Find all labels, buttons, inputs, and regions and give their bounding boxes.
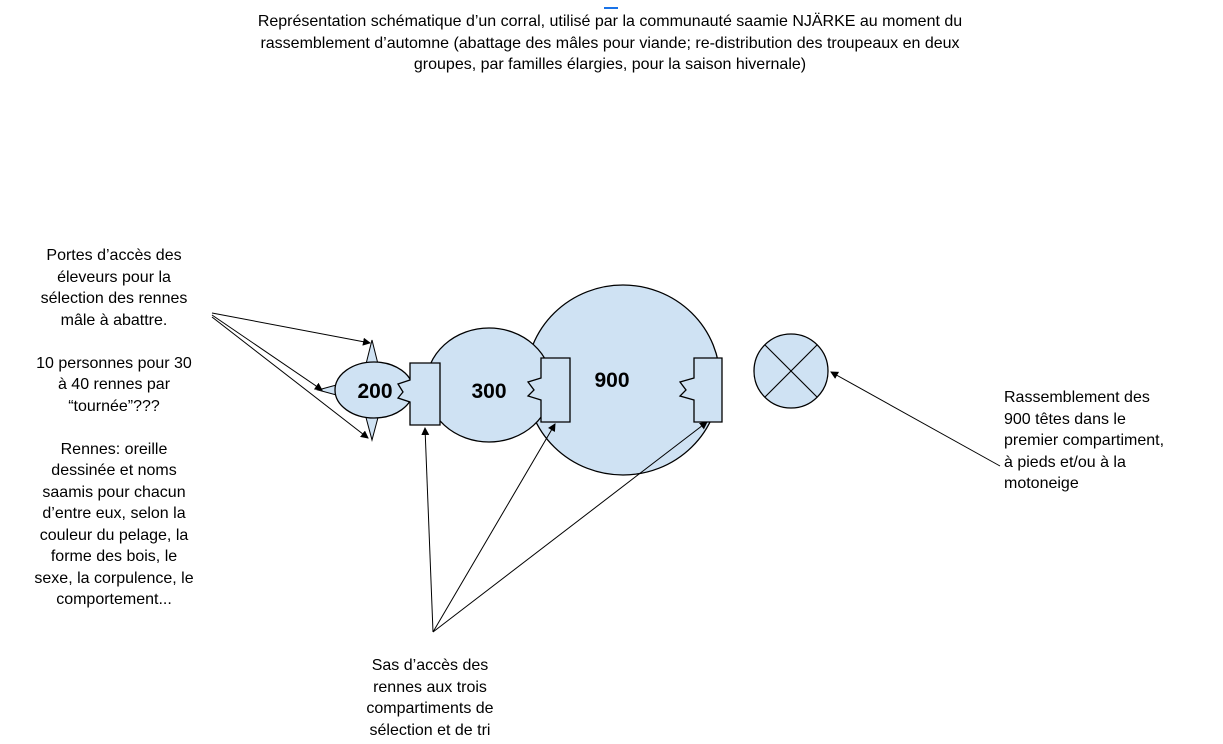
- note-line: couleur du pelage, la: [39, 526, 189, 544]
- note-line: forme des bois, le: [50, 548, 178, 565]
- note-line: sexe, la corpulence, le: [34, 569, 194, 587]
- note-line: “tournée”???: [68, 397, 160, 415]
- compartment-300-label: 300: [471, 380, 506, 403]
- airlock-2: [526, 357, 571, 423]
- title-line: rassemblement d’automne (abattage des mâ…: [260, 34, 960, 52]
- note-line: éleveurs pour la: [57, 268, 171, 286]
- note-line: Rennes: oreille: [60, 440, 168, 458]
- airlock-1: [396, 362, 441, 426]
- note-line: premier compartiment,: [1004, 432, 1165, 449]
- left-notes: Portes d’accès des éleveurs pour la séle…: [8, 245, 220, 611]
- note-line: à 40 rennes par: [57, 376, 171, 393]
- note-line: Portes d’accès des: [46, 247, 182, 264]
- note-line: compartiments de: [366, 700, 494, 717]
- gathering-point-icon: [753, 333, 829, 409]
- airlock-3: [678, 357, 723, 423]
- diagram-title: Représentation schématique d’un corral, …: [120, 11, 1100, 76]
- note-line: sélection et de tri: [369, 721, 491, 739]
- note-line: rennes aux trois: [373, 678, 487, 696]
- gate-arrows: [211, 312, 371, 439]
- airlock-arrows: [421, 421, 708, 633]
- note-line: comportement...: [56, 591, 172, 608]
- gathering-arrow: [830, 371, 1001, 467]
- note-line: mâle à abattre.: [60, 311, 168, 329]
- note-line: d’entre eux, selon la: [42, 505, 186, 522]
- note-line: sélection des rennes: [40, 290, 188, 307]
- note-line: Rassemblement des: [1004, 389, 1150, 406]
- bottom-note: Sas d’accès des rennes aux trois compart…: [330, 655, 530, 741]
- right-note: Rassemblement des 900 têtes dans le prem…: [1004, 387, 1210, 495]
- title-line: Représentation schématique d’un corral, …: [257, 13, 963, 30]
- note-line: saamis pour chacun: [42, 483, 186, 501]
- note-line: 900 têtes dans le: [1004, 410, 1126, 428]
- note-line: dessinée et noms: [51, 462, 177, 479]
- compartment-200-label: 200: [357, 380, 392, 403]
- note-line: à pieds et/ou à la: [1004, 453, 1126, 471]
- note-line: Sas d’accès des: [371, 657, 489, 674]
- note-line: 10 personnes pour 30: [36, 354, 192, 372]
- note-line: motoneige: [1004, 475, 1079, 492]
- title-line: groupes, par familles élargies, pour la …: [413, 56, 807, 73]
- compartment-900-label: 900: [594, 369, 629, 392]
